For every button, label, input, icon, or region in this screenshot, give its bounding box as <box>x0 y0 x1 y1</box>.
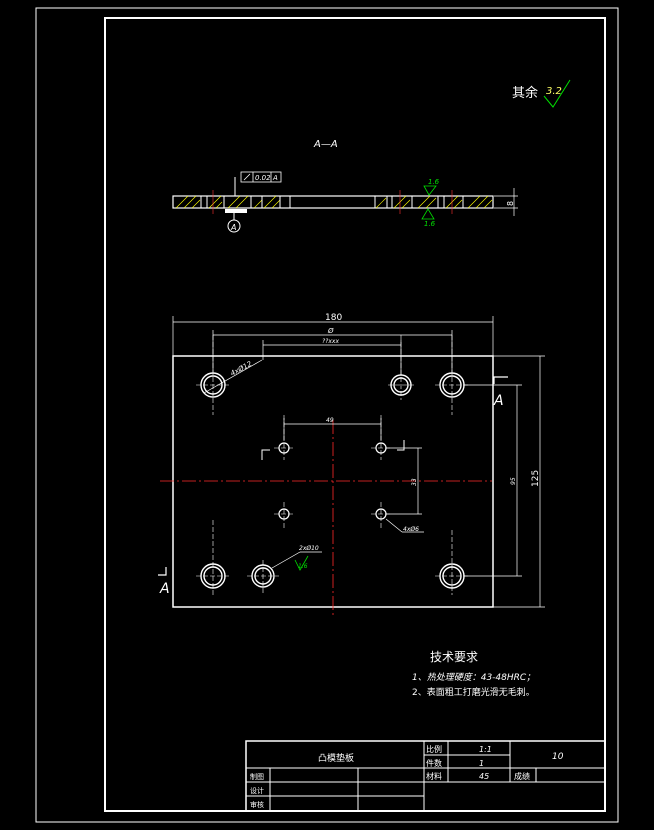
general-roughness-note: 其余 3.2 <box>512 79 571 108</box>
flatness-tolerance: 0.02 <box>255 174 271 182</box>
dim-overall-width: 180 <box>325 313 342 323</box>
counterbore-roughness-icon <box>294 555 309 571</box>
roughness-bottom-icon <box>421 208 435 220</box>
tb-part-name: 凸模垫板 <box>318 752 354 764</box>
dim-inner-pitch: ??xxx <box>322 338 339 345</box>
outer-border <box>35 7 619 823</box>
roughness-top: 1.6 <box>428 178 440 186</box>
tb-material-label: 材料 <box>426 771 442 781</box>
callout-leaders <box>203 359 424 569</box>
large-holes <box>200 372 465 589</box>
tb-scale-label: 比例 <box>426 744 442 754</box>
right-dimensions <box>386 355 545 608</box>
section-label: A—A <box>313 139 338 150</box>
roughness-top-icon <box>423 185 437 196</box>
tb-checked-label: 审核 <box>250 800 264 809</box>
dim-hole-pitch-y: 95 <box>510 477 517 485</box>
flatness-frame <box>240 171 282 183</box>
datum-circle <box>227 219 241 233</box>
tb-qty-label: 件数 <box>426 758 442 768</box>
center-lines <box>160 420 492 618</box>
tb-scale-value: 1:1 <box>479 745 492 754</box>
callout-large-holes: 4xØ12 <box>229 360 254 378</box>
tb-designed-label: 设计 <box>250 786 264 795</box>
section-mark-left: A <box>159 581 170 597</box>
tech-item-1: 1、热处理硬度：43-48HRC； <box>412 672 535 683</box>
section-hatching <box>175 195 493 209</box>
roughness-note-label: 其余 <box>512 85 538 101</box>
section-arrow-left <box>158 567 167 576</box>
callout-counterbore-roughness: 1.6 <box>298 563 308 570</box>
roughness-symbol-icon <box>543 79 571 108</box>
tb-drawing-no: 10 <box>552 752 564 762</box>
callout-small-holes: 4xØ6 <box>403 526 419 533</box>
dim-center-pitch-y: 33 <box>411 478 418 486</box>
bracket-left <box>261 449 270 460</box>
dim-center-pitch-x: 49 <box>326 417 334 424</box>
tb-drawn-label: 制图 <box>250 772 264 781</box>
plan-view: 180 Ø ??xxx 49 125 95 33 4xØ12 2xØ10 1.6… <box>158 313 545 618</box>
section-mark-right: A <box>493 393 504 409</box>
top-dimensions <box>172 316 494 440</box>
section-arrow-right <box>493 376 508 384</box>
section-view: A 0.02 A 1.6 1.6 8 <box>172 171 518 233</box>
datum-marker: A <box>230 223 236 232</box>
tb-qty-value: 1 <box>479 759 484 768</box>
tech-requirements: 技术要求 1、热处理硬度：43-48HRC； 2、表面粗工打磨光滑无毛刺。 <box>412 650 535 698</box>
dim-hole-pitch-x: Ø <box>327 327 334 335</box>
thickness-dimension <box>494 188 518 216</box>
flatness-datum: A <box>272 174 278 182</box>
bracket-right <box>397 440 405 451</box>
section-hole-lines <box>200 196 464 208</box>
datum-bar <box>225 209 247 213</box>
title-block <box>245 740 606 812</box>
roughness-note-value: 3.2 <box>546 86 562 97</box>
tb-material-value: 45 <box>479 772 489 781</box>
section-center-lines <box>212 190 453 214</box>
thickness-value: 8 <box>506 201 515 206</box>
section-outline <box>172 195 494 209</box>
tech-title: 技术要求 <box>430 650 478 664</box>
roughness-bottom: 1.6 <box>424 220 436 228</box>
flatness-icon <box>243 173 251 181</box>
tb-score-label: 成绩 <box>514 771 530 781</box>
dim-overall-height: 125 <box>531 470 541 487</box>
callout-counterbore: 2xØ10 <box>299 545 319 552</box>
tech-item-2: 2、表面粗工打磨光滑无毛刺。 <box>412 686 535 698</box>
